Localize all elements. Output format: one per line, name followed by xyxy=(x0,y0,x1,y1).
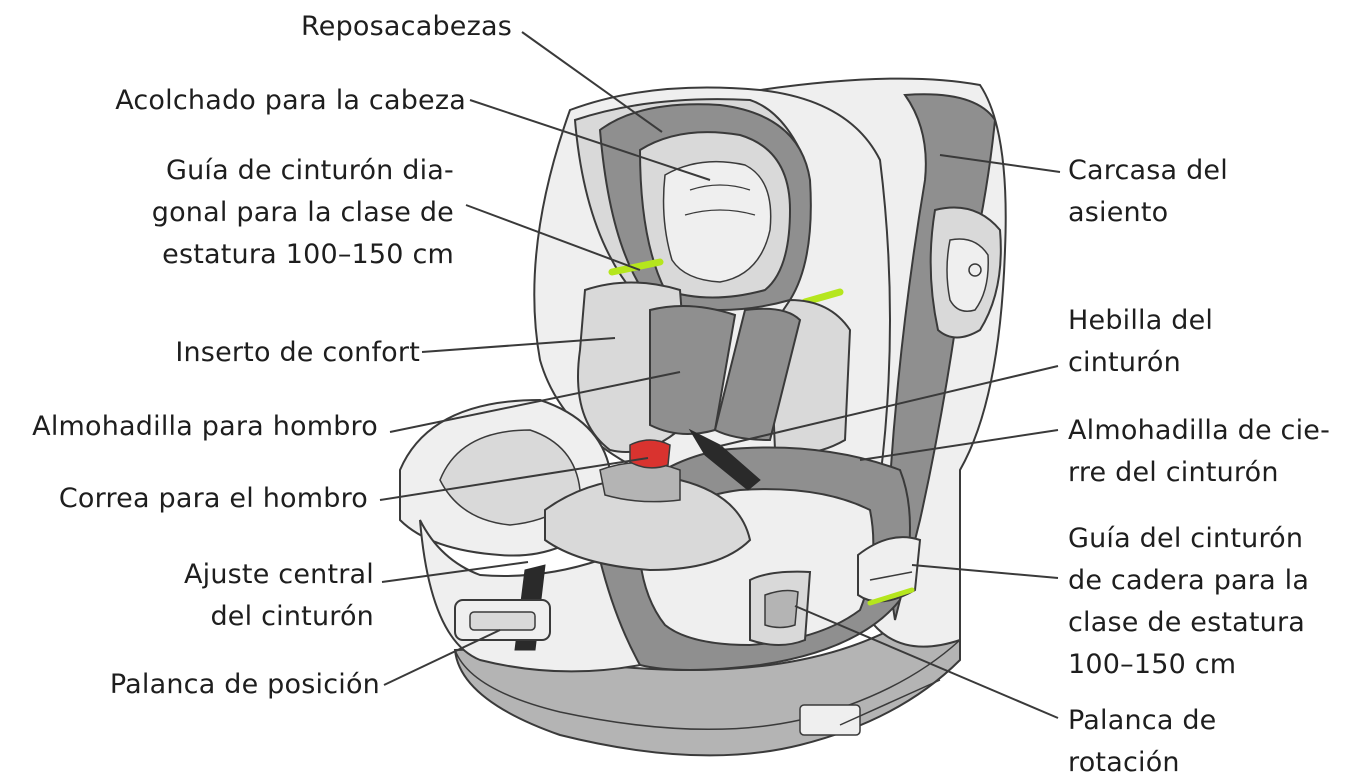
label-reposacabezas: Reposacabezas xyxy=(301,11,512,42)
label-carcasa-line1: Carcasa del xyxy=(1068,155,1228,186)
label-palanca-posicion: Palanca de posición xyxy=(109,669,380,700)
leader-ajuste xyxy=(381,561,529,583)
leader-acolchado xyxy=(469,99,711,181)
label-hebilla-line1: Hebilla del xyxy=(1068,305,1214,336)
leader-inserto xyxy=(421,337,616,353)
label-almohadilla-cierre-line2: rre del cinturón xyxy=(1068,457,1279,488)
label-guia-cadera: Guía del cinturón de cadera para la clas… xyxy=(1068,518,1309,686)
label-hebilla: Hebilla del cinturón xyxy=(1068,300,1213,384)
label-guia-cadera-line3: clase de estatura xyxy=(1068,607,1306,638)
label-carcasa: Carcasa del asiento xyxy=(1068,150,1228,234)
label-almohadilla-cierre: Almohadilla de cie- rre del cinturón xyxy=(1068,410,1330,494)
shoulder-pads xyxy=(649,305,802,442)
rotation-lever-panel xyxy=(749,570,812,646)
leader-guia-cadera xyxy=(911,564,1059,579)
label-correa-hombro: Correa para el hombro xyxy=(58,483,368,514)
label-almohadilla-hombro: Almohadilla para hombro xyxy=(32,411,378,442)
leader-hebilla xyxy=(719,365,1059,447)
label-palanca-rotacion: Palanca de rotación xyxy=(1068,700,1217,784)
leader-almohadilla-cierre xyxy=(859,429,1059,461)
label-guia-diagonal-line1: Guía de cinturón dia- xyxy=(165,155,454,186)
label-acolchado-cabeza: Acolchado para la cabeza xyxy=(115,85,466,116)
headrest xyxy=(598,103,844,311)
label-guia-diagonal-line2: gonal para la clase de xyxy=(151,197,454,228)
leader-palanca-posicion xyxy=(383,629,501,686)
label-guia-cadera-line4: 100–150 cm xyxy=(1068,649,1237,680)
label-inserto-confort: Inserto de confort xyxy=(175,337,420,368)
leader-guia-diagonal xyxy=(465,204,641,271)
label-guia-cadera-line1: Guía del cinturón xyxy=(1068,523,1304,554)
label-ajuste-central-line1: Ajuste central xyxy=(183,559,374,590)
leader-carcasa xyxy=(939,154,1061,173)
label-ajuste-central: Ajuste central del cinturón xyxy=(184,554,374,638)
label-carcasa-line2: asiento xyxy=(1068,197,1169,228)
label-guia-diagonal: Guía de cinturón dia- gonal para la clas… xyxy=(152,150,454,276)
leader-lines xyxy=(379,31,1061,719)
label-guia-diagonal-line3: estatura 100–150 cm xyxy=(162,239,454,270)
label-almohadilla-cierre-line1: Almohadilla de cie- xyxy=(1068,415,1331,446)
label-guia-cadera-line2: de cadera para la xyxy=(1068,565,1310,596)
leader-almohadilla-hombro xyxy=(389,371,681,433)
label-ajuste-central-line2: del cinturón xyxy=(210,601,374,632)
leader-correa xyxy=(379,457,649,501)
position-lever xyxy=(454,599,551,641)
label-palanca-rotacion-line2: rotación xyxy=(1068,747,1180,778)
label-palanca-rotacion-line1: Palanca de xyxy=(1068,705,1217,736)
leader-reposacabezas xyxy=(521,31,663,133)
seat-base xyxy=(453,577,961,757)
label-hebilla-line2: cinturón xyxy=(1068,347,1181,378)
leader-palanca-rotacion xyxy=(794,605,1059,719)
